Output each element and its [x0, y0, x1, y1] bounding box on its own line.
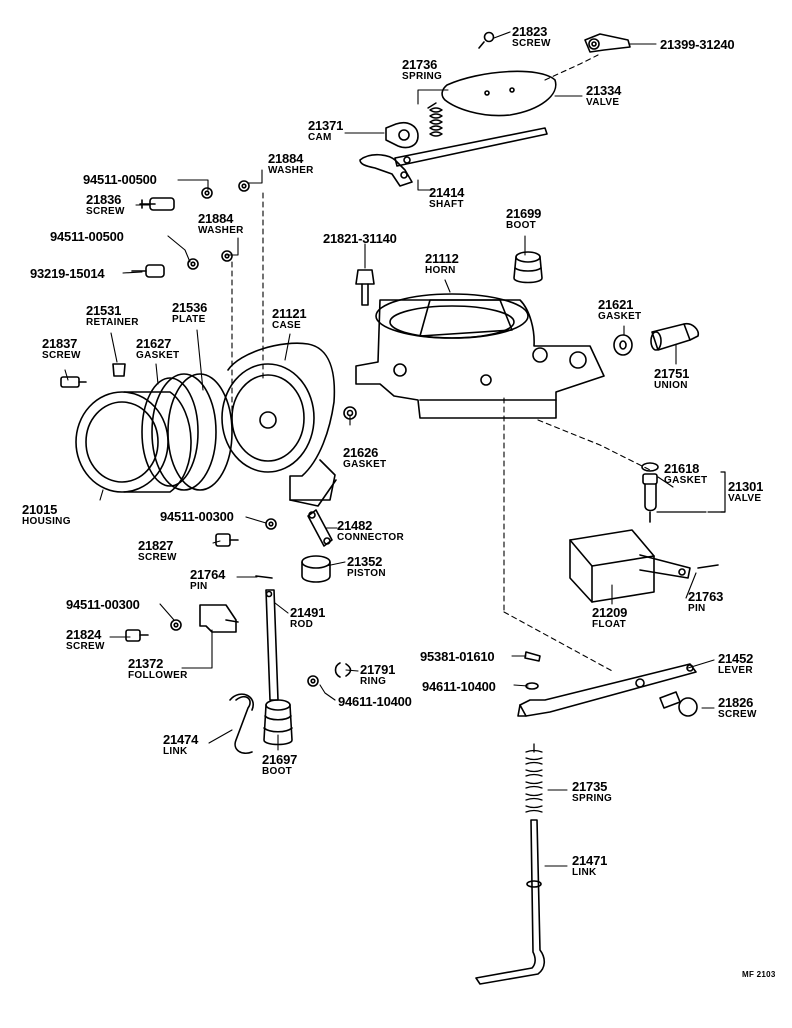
- label-93219-15014: 93219-15014: [30, 266, 105, 281]
- label-94511-00500-b: 94511-00500: [50, 229, 124, 244]
- connector-21482-shape: [307, 509, 333, 547]
- screws: [60, 197, 541, 662]
- link-21471-shape: [475, 819, 546, 985]
- screw-21826-shape: [659, 691, 698, 717]
- valve-bracket: [656, 471, 726, 513]
- valve-21301-shape: [642, 473, 658, 523]
- retainer-21531-shape: [112, 363, 126, 377]
- label-94511-00300-a: 94511-00300: [160, 509, 234, 524]
- shaft-21414-shape: [359, 127, 548, 187]
- leader-lines: [64, 31, 715, 867]
- label-94611-10400-a: 94611-10400: [422, 679, 496, 694]
- arm-21399-shape: [584, 33, 631, 53]
- follower-21372-shape: [199, 604, 239, 633]
- cam-21371-shape: [385, 121, 419, 149]
- pin-21764-shape: [255, 575, 273, 579]
- label-94511-00300-b: 94511-00300: [66, 597, 140, 612]
- spring-21736-shape: [427, 102, 443, 137]
- piston-21352-shape: [301, 555, 331, 583]
- float-21209-shape: [569, 529, 691, 603]
- boot-21697-shape: [263, 699, 293, 746]
- union-21751-shape: [650, 322, 700, 351]
- case-21121-shape: [221, 342, 337, 507]
- ring-21791-shape: [334, 662, 352, 678]
- link-21474-shape: [229, 693, 254, 755]
- valve-plate-21334-shape: [441, 70, 557, 117]
- boot-21699-shape: [513, 251, 543, 284]
- screw-21823-shape: [478, 31, 495, 49]
- label-94611-10400-b: 94611-10400: [338, 694, 412, 709]
- washers: [170, 180, 659, 690]
- dashed-guide-lines: [231, 54, 651, 673]
- pin-21763-shape: [697, 564, 719, 569]
- spring-21735-shape: [525, 743, 543, 813]
- rod-21491-shape: [265, 589, 279, 701]
- plate-21536-shape: [141, 373, 233, 491]
- label-21399-31240: 21399-31240: [660, 37, 735, 52]
- sheet-code: MF 2103: [742, 970, 776, 979]
- horn-21112-shape: [355, 293, 605, 419]
- housing-21015-shape: [75, 391, 192, 493]
- lever-21452-shape: [517, 663, 697, 717]
- label-21821-31140: 21821-31140: [323, 231, 397, 246]
- label-94511-00500-a: 94511-00500: [83, 172, 157, 187]
- label-95381-01610: 95381-01610: [420, 649, 495, 664]
